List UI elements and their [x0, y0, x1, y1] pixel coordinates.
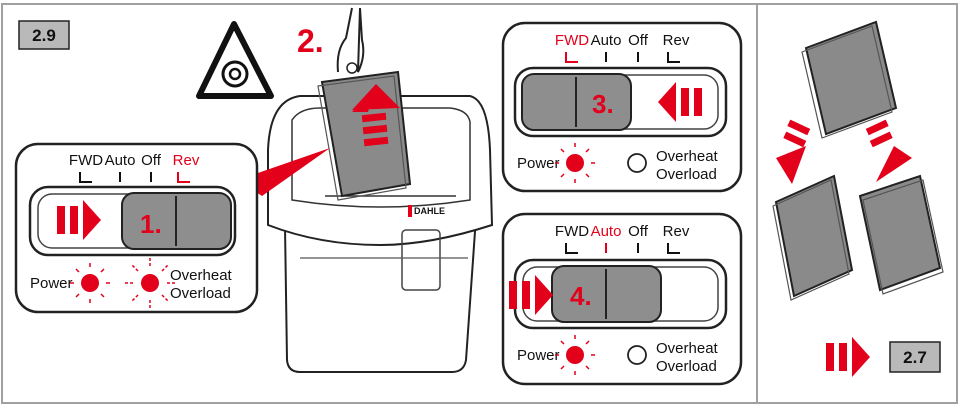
red-arrow-icon	[865, 119, 912, 182]
overheat-led-icon	[627, 345, 647, 365]
paper-stack-icon	[772, 174, 854, 301]
svg-text:2.9: 2.9	[32, 26, 56, 45]
control-panel-1: FWD Auto Off Rev 1. Power	[14, 142, 259, 314]
label-power: Power	[517, 155, 560, 172]
label-power: Power	[517, 347, 560, 364]
step-number-insert: 2.	[297, 23, 324, 59]
step-number-3: 3.	[592, 89, 614, 119]
step-badge: 2.9	[18, 20, 70, 50]
rotating-blades-warning-icon	[196, 21, 274, 99]
label-off: Off	[141, 152, 162, 169]
paper-stack-icon	[317, 70, 412, 201]
power-led-icon	[555, 335, 595, 375]
red-arrow-icon	[826, 337, 870, 377]
label-overheat: Overheat	[656, 340, 719, 357]
step-number-1: 1.	[140, 209, 162, 239]
label-overload: Overload	[170, 285, 231, 302]
overheat-led-icon	[125, 258, 175, 308]
label-auto: Auto	[105, 152, 136, 169]
label-rev: Rev	[173, 152, 200, 169]
control-panel-4: FWD Auto Off Rev 4. Power Overheat Overl…	[501, 212, 743, 386]
label-overheat: Overheat	[656, 148, 719, 165]
paper-stack-icon	[858, 174, 944, 295]
overheat-led-icon	[627, 153, 647, 173]
label-overload: Overload	[656, 358, 717, 375]
control-panel-3: FWD Auto Off Rev 3. Power Overhea	[501, 21, 743, 193]
red-arrow-icon	[658, 82, 702, 122]
callout-pointer	[238, 148, 330, 196]
label-power: Power	[30, 275, 73, 292]
label-fwd: FWD	[555, 32, 589, 49]
label-rev: Rev	[663, 223, 690, 240]
label-fwd: FWD	[555, 223, 589, 240]
label-auto: Auto	[591, 32, 622, 49]
next-step-badge: 2.7	[889, 341, 941, 373]
brand-label: DAHLE	[414, 206, 445, 216]
red-arrow-icon	[776, 119, 811, 184]
label-rev: Rev	[663, 32, 690, 49]
power-led-icon	[555, 143, 595, 183]
outer-frame	[1, 3, 958, 404]
label-overheat: Overheat	[170, 267, 233, 284]
shredder-icon: DAHLE	[267, 95, 494, 373]
label-overload: Overload	[656, 166, 717, 183]
power-led-icon	[70, 263, 110, 303]
label-fwd: FWD	[69, 152, 103, 169]
svg-text:2.7: 2.7	[903, 348, 927, 367]
paper-stack-icon	[801, 20, 898, 139]
step-number-4: 4.	[570, 281, 592, 311]
label-auto: Auto	[591, 223, 622, 240]
hand-holding-paper-icon	[336, 7, 365, 74]
label-off: Off	[628, 32, 649, 49]
label-off: Off	[628, 223, 649, 240]
